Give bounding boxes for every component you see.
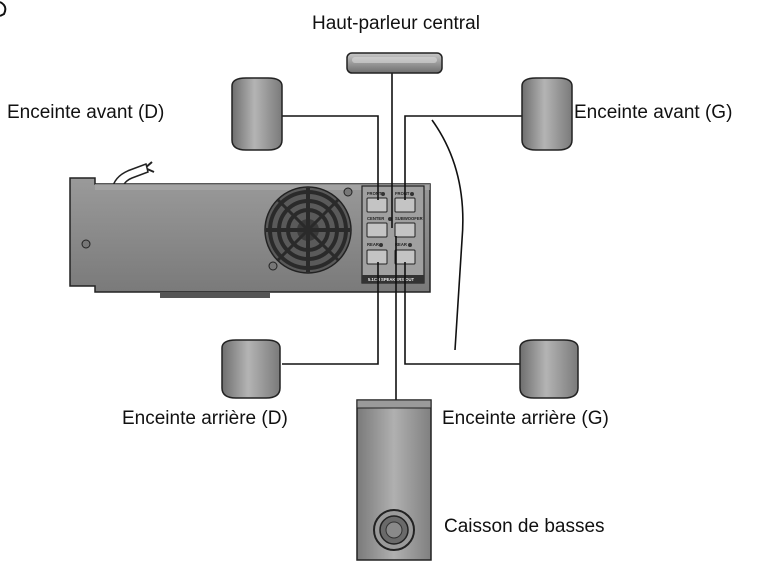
label-center-speaker: Haut-parleur central [312,13,480,34]
terminal-center [366,222,388,238]
speaker-rear-right [221,339,281,399]
label-rear-left: Enceinte arrière (G) [442,408,609,429]
chassis-foot [160,292,270,298]
subwoofer [356,399,432,561]
terminal-rear-l [394,249,416,265]
panel-footer-label: 5.1CH SPEAKERS OUT [368,277,415,282]
terminal-subwoofer [394,222,416,238]
terminal-front-l [394,197,416,213]
speaker-terminal-panel: FRONT FRONT CENTER SUBWOOFER REAR REAR 5… [361,185,425,284]
panel-label-rear-r: REAR [367,242,379,247]
cooling-fan [264,186,352,274]
edge-fragment [0,1,7,17]
cable-curve [431,119,464,351]
terminal-front-r [366,197,388,213]
screw-icon [81,239,91,249]
chassis-top-edge [95,184,430,190]
panel-label-front-r: FRONT [367,191,382,196]
panel-label-rear-l: REAR [395,242,407,247]
panel-label-center: CENTER [367,216,384,221]
screw-icon [343,187,353,197]
main-unit: FRONT FRONT CENTER SUBWOOFER REAR REAR 5… [69,161,431,298]
speaker-center [346,52,443,74]
label-front-right: Enceinte avant (D) [7,102,164,123]
speaker-rear-left [519,339,579,399]
speaker-wires [282,72,522,400]
terminal-rear-r [366,249,388,265]
label-front-left: Enceinte avant (G) [574,102,732,123]
speaker-front-right [231,77,283,151]
panel-label-subwoofer: SUBWOOFER [395,216,423,221]
label-rear-right: Enceinte arrière (D) [122,408,288,429]
speaker-front-left [521,77,573,151]
panel-label-front-l: FRONT [395,191,410,196]
screw-icon [268,261,278,271]
label-subwoofer: Caisson de basses [444,516,605,537]
